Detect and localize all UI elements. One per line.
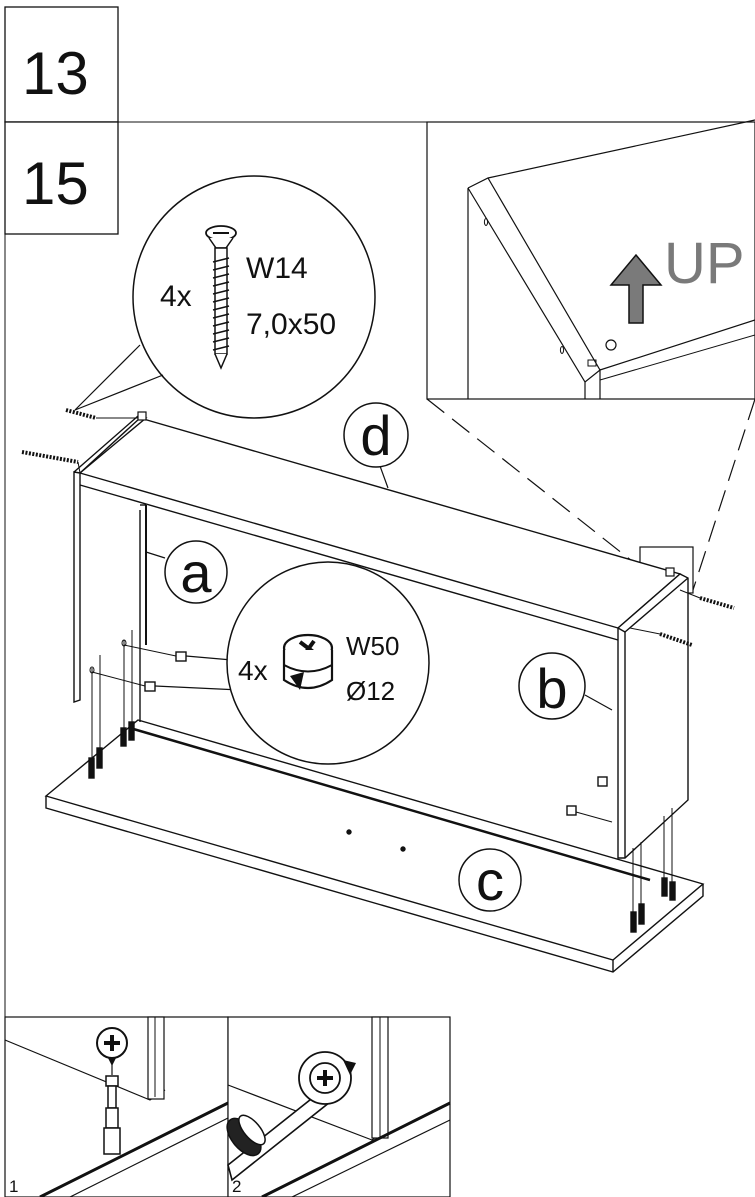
part-label-c: c xyxy=(458,848,522,912)
svg-text:c: c xyxy=(476,849,504,912)
cam-lock-icon xyxy=(282,633,334,690)
svg-text:d: d xyxy=(360,404,391,467)
screw-size: 7,0x50 xyxy=(246,308,336,341)
inset-leader-left xyxy=(426,398,638,566)
cabinet-drawing xyxy=(21,408,735,973)
step-box-15: 15 xyxy=(4,121,119,235)
screwdriver-icon xyxy=(226,1090,332,1182)
screw-callout: 4x W14 7,0x50 xyxy=(74,175,376,419)
cam-callout: 4x W50 Ø12 xyxy=(154,561,430,765)
svg-text:a: a xyxy=(180,541,212,604)
detail-inset: UP xyxy=(426,119,755,400)
screw-icon xyxy=(205,225,237,370)
up-arrow-icon xyxy=(609,253,663,324)
up-label: UP xyxy=(664,231,745,296)
cam-quantity: 4x xyxy=(238,655,268,686)
step-number-15: 15 xyxy=(22,150,89,217)
part-label-a: a xyxy=(145,540,228,604)
part-label-d: d xyxy=(343,402,409,489)
svg-text:b: b xyxy=(536,657,567,720)
cam-size: Ø12 xyxy=(346,676,395,706)
step-number-13: 13 xyxy=(22,40,89,107)
step-box-13: 13 xyxy=(4,6,119,123)
screw-quantity: 4x xyxy=(160,280,192,313)
subpanel-2-number: 2 xyxy=(232,1177,241,1196)
subpanel-2: 2 xyxy=(226,1016,451,1197)
rotate-clockwise-icon xyxy=(298,1051,356,1105)
part-label-b: b xyxy=(518,652,613,720)
screw-code: W14 xyxy=(246,252,308,285)
subpanel-1-number: 1 xyxy=(9,1177,18,1196)
cam-code: W50 xyxy=(346,631,399,661)
inset-leader-right xyxy=(692,398,755,591)
subpanel-1: 1 xyxy=(4,1016,229,1197)
cam-screw-icon xyxy=(96,1027,128,1155)
